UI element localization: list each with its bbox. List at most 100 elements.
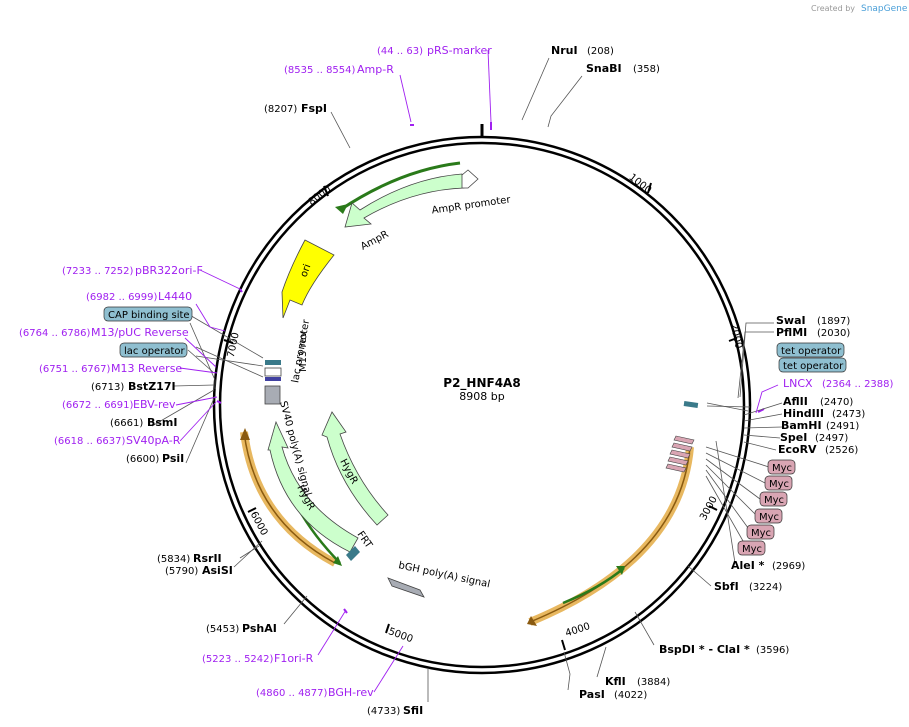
orf-hygr-outer[interactable] [243,431,336,564]
ori-arrow[interactable] [281,239,335,319]
primer-lncx[interactable]: LNCX [783,377,813,390]
enzyme-hindiii[interactable]: HindIII [783,407,824,420]
enzyme-sbfi[interactable]: SbfI [714,580,739,593]
primer-m13-puc-reverse[interactable]: M13/pUC Reverse [91,326,189,339]
highlight-hnf4a [528,446,694,626]
primer-ebv-rev[interactable]: EBV-rev [133,398,176,411]
myc-label: Myc [772,463,792,474]
ampr-promoter-bar[interactable] [339,161,461,212]
ampr-promoter-label: AmpR promoter [431,194,512,216]
enzyme-pos: (2497) [815,433,848,444]
primer-mark [239,288,243,293]
enzyme-swai[interactable]: SwaI [776,314,806,327]
plasmid-size: 8908 bp [459,390,504,403]
bgh-polya-label: bGH poly(A) signal [397,560,491,590]
arrowhead [335,204,348,214]
tet-operator-badge[interactable] [776,342,845,358]
enzyme-pos: (2526) [825,445,858,456]
ampr-label: AmpR [359,229,391,253]
enzyme-pos: (3224) [749,582,782,593]
inner-orf[interactable] [562,567,625,605]
primer-range: (2364 .. 2388) [822,379,894,390]
tick-mark [561,639,566,651]
enzyme-fspi[interactable]: FspI [301,102,327,115]
lac-promoter-mark[interactable] [264,367,282,377]
enzyme-pos: (1897) [817,316,850,327]
tick-label-5000: 5000 [387,626,415,645]
hygr-inner-arrow[interactable] [321,411,389,526]
enzyme-bspdi-clai[interactable]: BspDI * - ClaI * [659,643,750,656]
primer-pbr322ori-f[interactable]: pBR322ori-F [135,264,203,277]
orf-hnf4a[interactable] [529,446,691,623]
tick-label-2000: 2000 [728,323,744,350]
frt-label: FRT [355,529,375,551]
primer-range: (6618 .. 6637) [54,436,126,447]
enzyme-snabi[interactable]: SnaBI [586,62,622,75]
primer-range: (4860 .. 4877) [256,688,328,699]
enzyme-bstz17i[interactable]: BstZ17I [128,380,176,393]
primer-range: (6764 .. 6786) [19,328,91,339]
enzyme-alei[interactable]: AleI * [731,559,765,572]
credit-text: Created by [811,4,855,13]
bgh-polya-mark[interactable] [387,577,425,598]
arrowhead [616,566,625,575]
enzyme-kfli[interactable]: KflI [605,675,626,688]
enzyme-pos: (8207) [264,104,297,115]
primer-range: (44 .. 63) [377,46,423,57]
primer-leader-lines [175,49,779,693]
myc-badge[interactable] [764,475,793,491]
enzyme-aflii[interactable]: AflII [783,395,808,408]
primer-bgh-rev[interactable]: BGH-rev [328,686,374,699]
enzyme-bsmi[interactable]: BsmI [147,416,178,429]
frt-mark[interactable] [346,546,360,561]
primer-amp-r[interactable]: Amp-R [357,63,394,76]
myc-label: Myc [759,512,779,523]
enzyme-pflmi[interactable]: PflMI [776,326,807,339]
myc-badge[interactable] [746,524,775,540]
lac-operator-badge[interactable] [119,342,188,358]
ampr-promoter-arrow[interactable] [461,169,479,189]
enzyme-bamhi[interactable]: BamHI [781,419,822,432]
myc-badge[interactable] [767,459,796,475]
enzyme-rsrii[interactable]: RsrII [193,552,222,565]
ampr-arrow[interactable] [344,173,465,228]
myc-badge[interactable] [754,508,783,524]
primer-mark [757,408,765,413]
enzyme-psii[interactable]: PsiI [162,452,184,465]
enzyme-pos: (358) [633,64,660,75]
enzyme-pos: (6600) [126,454,159,465]
sv40-polya-mark[interactable] [264,385,281,405]
myc-tag-mark [671,442,693,452]
enzyme-sfii[interactable]: SfiI [403,704,423,717]
hygr-outer-arrow[interactable] [267,420,359,553]
snapgene-logo: SnapGene [861,4,908,14]
primer-prs-marker[interactable]: pRS-marker [427,44,492,57]
myc-badge[interactable] [759,491,788,507]
enzyme-pos: (2969) [772,561,805,572]
arrowhead [240,428,250,440]
primer-range: (5223 .. 5242) [202,654,274,665]
enzyme-ecorv[interactable]: EcoRV [778,443,817,456]
primer-m13-reverse[interactable]: M13 Reverse [111,362,182,375]
tet-operator-badge[interactable] [778,357,847,373]
tick-label-8000: 8000 [306,184,333,208]
primer-f1ori-r[interactable]: F1ori-R [274,652,314,665]
enzyme-pshai[interactable]: PshAI [242,622,277,635]
enzyme-spei[interactable]: SpeI [780,431,807,444]
primer-sv40pa-r[interactable]: SV40pA-R [126,434,181,447]
enzyme-pos: (6713) [91,382,124,393]
ori-label: ori [299,263,314,279]
tick-mark [223,339,234,344]
enzyme-nrui[interactable]: NruI [551,44,578,57]
myc-label: Myc [764,495,784,506]
enzyme-asisi[interactable]: AsiSI [202,564,233,577]
primer-l4440[interactable]: L4440 [158,290,192,303]
enzyme-pos: (5834) [157,554,190,565]
tick-mark [385,623,390,634]
cap-binding-badge[interactable] [103,306,193,322]
tick-label-6000: 6000 [248,510,270,538]
myc-badge[interactable] [737,540,766,556]
enzyme-pasi[interactable]: PasI [579,688,605,701]
myc-tag-mark [669,449,691,459]
